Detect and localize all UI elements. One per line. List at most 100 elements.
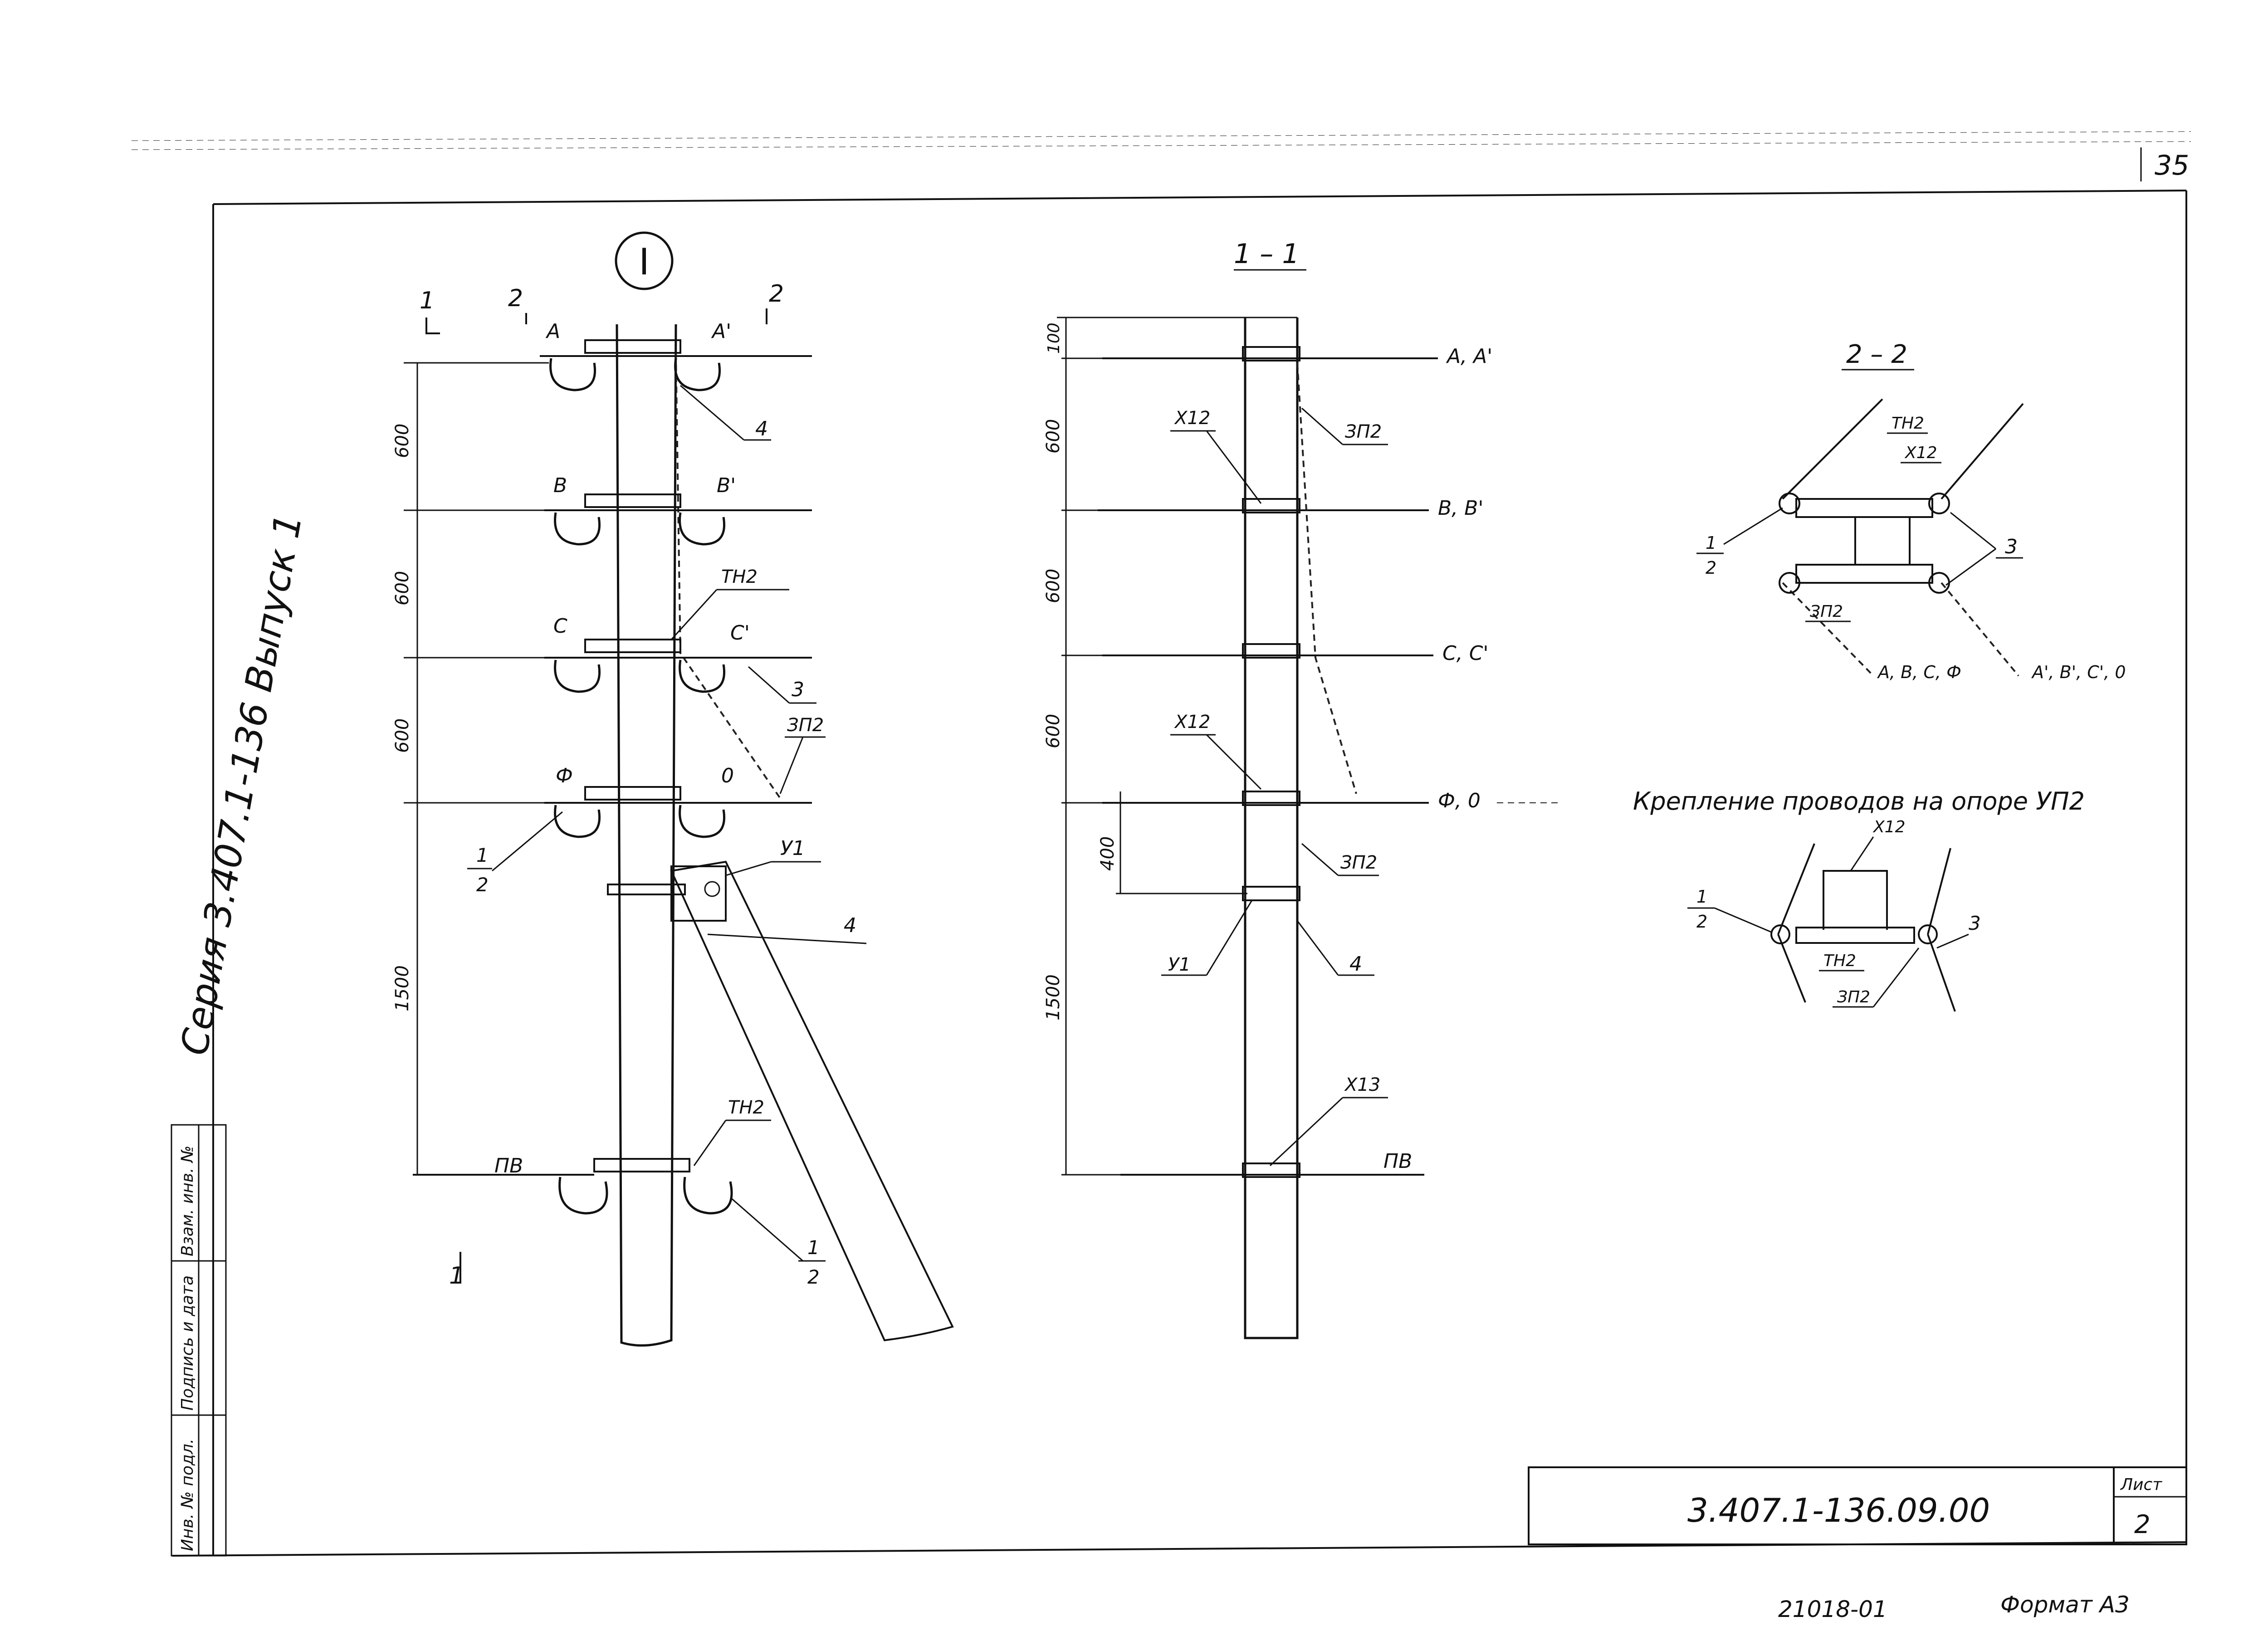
wire-sw <box>1782 582 1874 677</box>
section-2-2: 2 – 2 ТН2 Х12 3 ЗП2 1 2 А, В, С, Ф А', В… <box>1696 340 2126 682</box>
leader-ZP2 <box>1872 947 1920 1007</box>
leader-4-brace <box>707 933 867 944</box>
crossarm <box>584 639 681 653</box>
section-mark-1-bottom: 1 <box>449 1262 464 1289</box>
part-TN2-low: ТН2 <box>728 1097 764 1118</box>
leader-3 <box>1950 512 1996 550</box>
dim-5: 1500 <box>1043 974 1064 1021</box>
crossarm <box>584 493 681 508</box>
part-4: 4 <box>1349 952 1362 976</box>
frac-1-top: 1 <box>476 844 489 866</box>
section-mark-2-left: 2 <box>508 285 523 312</box>
sheet-number: 2 <box>2134 1510 2151 1539</box>
wire-label-C-prime: С' <box>730 621 750 645</box>
frac-top: 1 <box>1696 887 1707 907</box>
leader-U1 <box>725 861 772 876</box>
leader-U1 <box>1206 900 1253 976</box>
wire-nw <box>1782 398 1883 500</box>
part-ZP2: ЗП2 <box>1837 988 1870 1006</box>
wire-se <box>1927 934 1956 1012</box>
leader-ZP2-2 <box>1301 843 1339 876</box>
title-block: 3.407.1-136.09.00 Лист 2 21018-01 Формат… <box>1528 1466 2187 1622</box>
leader-ZP2 <box>1301 407 1343 445</box>
insulator-sw <box>1779 572 1800 594</box>
level-F <box>544 786 812 838</box>
view-marker-circle <box>615 231 674 290</box>
part-ZP2: ЗП2 <box>1345 421 1382 442</box>
part-TN2: ТН2 <box>1892 414 1924 433</box>
leader-X13 <box>1269 1097 1344 1167</box>
crossarm <box>584 786 681 801</box>
crossarm <box>593 1158 690 1172</box>
frac-leader <box>1714 907 1772 933</box>
clamp-U1 <box>1242 886 1300 901</box>
brace-strut <box>670 860 954 1342</box>
wire-ne <box>1927 848 1951 935</box>
leader-frac-1 <box>492 811 563 872</box>
dim-4: 400 <box>1097 836 1118 871</box>
insulator-right <box>679 659 725 693</box>
frac-2-top: 1 <box>807 1236 820 1259</box>
frac-bottom: 2 <box>1696 912 1707 932</box>
section-1-1: 1 – 1 100 600 600 600 400 1500 А, А' <box>1043 238 1560 1339</box>
insulator-right <box>679 512 725 546</box>
part-4-top: 4 <box>755 417 768 440</box>
format-label: Формат А3 <box>2000 1592 2130 1618</box>
dim-3: 600 <box>392 718 413 753</box>
part-X12: Х12 <box>1174 408 1210 429</box>
leader-frac-2 <box>730 1197 803 1262</box>
dim-1: 600 <box>392 424 413 458</box>
level-B <box>544 493 812 546</box>
clamp-PV <box>1242 1162 1300 1178</box>
part-ZP2-2: ЗП2 <box>1340 852 1377 873</box>
section-pole <box>1244 317 1299 1339</box>
leader-TN2 <box>670 589 718 640</box>
wire-nw <box>1777 843 1815 935</box>
leader-ZP2 <box>779 737 804 794</box>
insulator-left <box>554 512 601 546</box>
wire-se <box>1941 582 2019 677</box>
leader-4 <box>1296 920 1339 976</box>
doc-number: 3.407.1-136.09.00 <box>1687 1491 1990 1529</box>
insulator-ne <box>1928 493 1950 514</box>
top-trim-line-2 <box>131 141 2191 150</box>
level-PV <box>413 1158 733 1215</box>
insulator-right <box>674 358 721 391</box>
insulator-right <box>1918 924 1938 944</box>
wire-label-0: 0 <box>721 764 734 787</box>
wire-left-label: А, В, С, Ф <box>1877 662 1961 682</box>
frac-bottom: 2 <box>1706 558 1716 578</box>
stamp-replace-label: Взам. инв. № <box>178 1146 197 1256</box>
part-4-brace: 4 <box>844 914 856 937</box>
insulator-left <box>554 659 601 693</box>
dim-2: 600 <box>392 571 413 606</box>
left-stamp: Инв. № подл. Подпись и дата Взам. инв. №… <box>171 511 311 1557</box>
part-ZP2: ЗП2 <box>1810 602 1843 621</box>
section-mark-1-top: 1 <box>420 287 435 314</box>
main-pole <box>616 324 677 1347</box>
part-X12-2: Х12 <box>1174 712 1210 733</box>
clamp-B <box>1242 498 1300 513</box>
wire-label-F: Ф, 0 <box>1438 789 1481 812</box>
dim-1: 600 <box>1043 419 1064 454</box>
detail-up2: Крепление проводов на опоре УП2 Х12 ТН2 … <box>1633 787 2085 1012</box>
u-bolt <box>1823 870 1888 930</box>
frac-1-bottom: 2 <box>476 874 489 896</box>
clamp-bottom <box>1795 564 1933 584</box>
wire-right-label: А', В', С', 0 <box>2031 662 2126 682</box>
view-marker: I <box>639 241 650 283</box>
wire-label-C: С <box>553 615 567 638</box>
frac-2-bottom: 2 <box>807 1266 820 1288</box>
wire-label-F: Ф <box>556 764 573 787</box>
insulator-left <box>549 358 596 391</box>
leader-X12-2 <box>1206 734 1262 790</box>
brace-bolt <box>704 881 720 897</box>
page-corner-number: 35 <box>2155 150 2189 181</box>
insulator-left <box>558 1177 608 1215</box>
part-X12: Х12 <box>1872 818 1905 836</box>
leader-4-top <box>680 385 744 441</box>
clamp-top <box>1795 498 1933 518</box>
series-side-text: Серия 3.407.1-136 Выпуск 1 <box>173 511 311 1059</box>
part-3: 3 <box>1969 912 1981 934</box>
